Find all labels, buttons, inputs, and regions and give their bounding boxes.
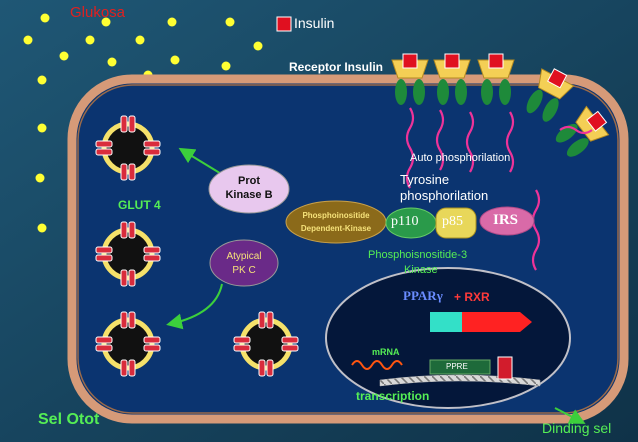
pi3k-label-line1: Phosphoisnositide-3: [368, 249, 468, 261]
glucose-dot: [37, 75, 47, 85]
glucose-dot: [221, 61, 231, 71]
insulin-receptor: [477, 53, 515, 105]
glut4-label: GLUT 4: [118, 198, 161, 212]
irs-node: [479, 206, 535, 236]
signal-wave: [465, 111, 475, 173]
sel-otot-label: Sel Otot: [38, 411, 100, 428]
glucose-dot: [40, 13, 50, 23]
pdk-label-line2: Dependent-Kinase: [300, 224, 372, 233]
glucose-dot: [37, 223, 47, 233]
mrna-strand: [351, 360, 403, 370]
glucose-dot: [107, 57, 117, 67]
prot-kinase-label-line1: Prot: [238, 175, 260, 187]
glucose-dot: [59, 51, 69, 61]
glukosa-label: Glukosa: [70, 4, 126, 21]
cell-membrane-inner: [77, 84, 619, 414]
transcription-label: transcription: [356, 389, 430, 403]
signal-waves: [405, 107, 593, 271]
insulin-receptors: [391, 53, 610, 157]
p85-label: p85: [442, 214, 463, 229]
insulin-receptor: [526, 68, 575, 122]
insulin-legend-icon: [276, 16, 292, 32]
pdk-label-line1: Phosphoinositide: [302, 211, 370, 220]
dna-strand: [379, 356, 541, 387]
glucose-dot: [37, 123, 47, 133]
ppre-label: PPRE: [446, 362, 468, 371]
insulin-legend-label: Insulin: [294, 15, 335, 31]
rxr-label: + RXR: [454, 290, 490, 304]
signal-wave: [505, 111, 515, 173]
phosphorilation-label: phosphorilation: [400, 188, 489, 203]
glucose-dot: [135, 35, 145, 45]
glut4-vesicle: [95, 115, 161, 181]
signal-wave: [559, 125, 593, 135]
glucose-dot: [253, 41, 263, 51]
tyrosine-label: Tyrosine: [400, 172, 450, 187]
glucose-dot: [23, 35, 33, 45]
insulin-receptor: [391, 53, 429, 105]
glucose-dot: [170, 55, 180, 65]
irs-label: IRS: [493, 212, 519, 228]
gene-arrow: [430, 312, 532, 332]
glut4-vesicle: [233, 311, 299, 377]
arrow-pkc-to-glut4: [166, 283, 223, 330]
arrow-dinding-sel: [554, 407, 586, 424]
glucose-dot: [101, 17, 111, 27]
glucose-dot: [35, 173, 45, 183]
insulin-receptor: [433, 53, 471, 105]
atypical-label-line2: PK C: [232, 265, 256, 276]
ppar-label: PPARγ: [403, 288, 443, 303]
dinding-sel-label: Dinding sel: [542, 420, 612, 436]
signal-wave: [405, 107, 415, 189]
glucose-dot: [85, 35, 95, 45]
ppre-box: [429, 359, 491, 375]
p85-node: [435, 207, 477, 239]
pi3k-label-line2: Kinase: [404, 264, 438, 276]
signal-wave: [531, 189, 541, 271]
p110-label: p110: [391, 214, 419, 229]
prot-kinase-b-node: [208, 164, 290, 214]
receptor-insulin-label: Receptor Insulin: [289, 60, 384, 74]
signal-wave: [435, 109, 445, 171]
nucleus: [325, 267, 571, 409]
prot-kinase-label-line2: Kinase B: [225, 189, 273, 201]
auto-phosphorilation-label: Auto phosphorilation: [410, 152, 511, 164]
glut4-vesicles: [95, 115, 299, 377]
glucose-dot: [167, 17, 177, 27]
pdk-node: [285, 200, 387, 244]
glut4-vesicle: [95, 221, 161, 287]
glut4-vesicle: [95, 311, 161, 377]
atypical-pkc-node: [209, 239, 279, 287]
mrna-label: mRNA: [372, 347, 400, 357]
atypical-label-line1: Atypical: [226, 251, 262, 262]
glucose-molecules: [23, 13, 263, 233]
ppre-marker: [497, 356, 513, 380]
glucose-dot: [225, 17, 235, 27]
